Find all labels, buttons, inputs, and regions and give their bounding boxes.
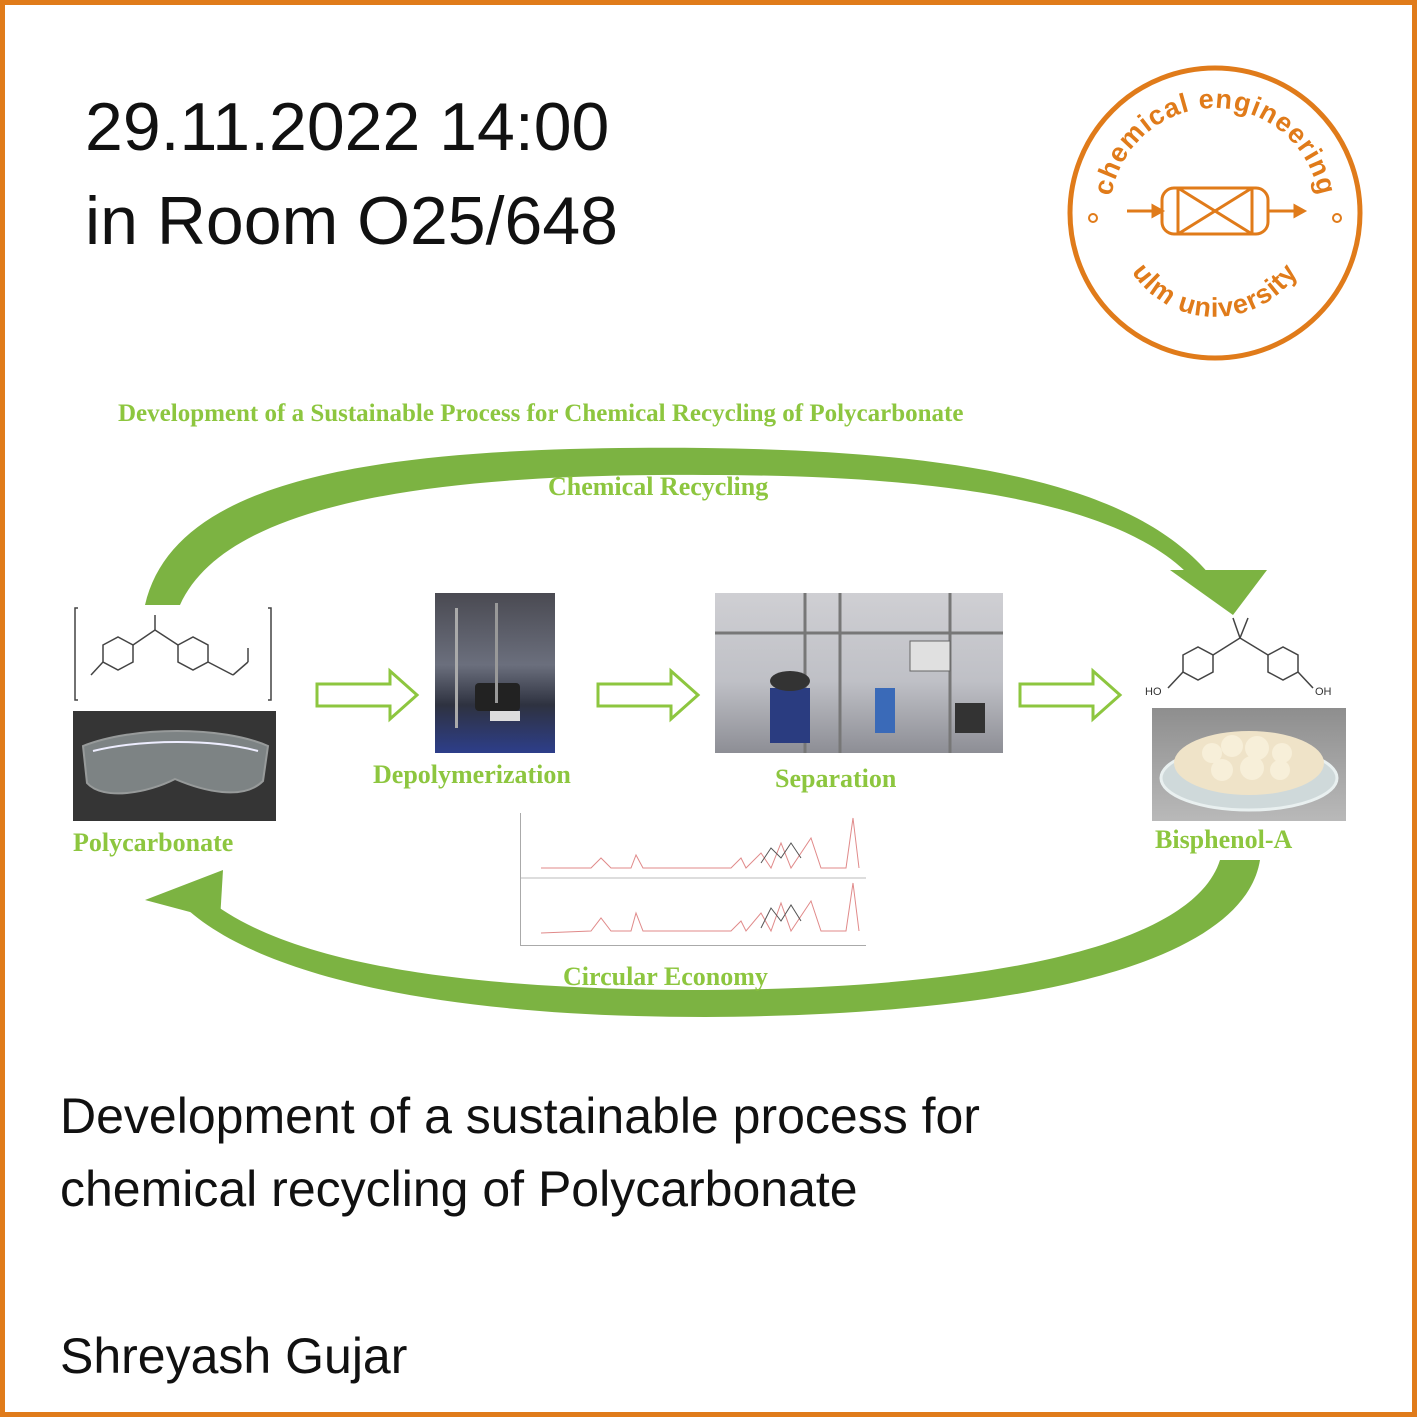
figure-arrows — [145, 447, 1267, 1017]
speaker-name: Shreyash Gujar — [60, 1328, 408, 1384]
polycarbonate-goggles-image — [73, 711, 276, 821]
label-bisphenol-a: Bisphenol-A — [1155, 825, 1293, 854]
event-datetime: 29.11.2022 14:00 — [85, 89, 610, 165]
separation-image — [715, 593, 1003, 753]
talk-title-line-2: chemical recycling of Polycarbonate — [60, 1160, 858, 1217]
bisphenol-a-crystals-image — [1152, 708, 1346, 821]
polycarbonate-structure — [74, 607, 272, 701]
label-polycarbonate: Polycarbonate — [73, 828, 234, 857]
bisphenol-a-structure: HO OH — [1145, 617, 1332, 698]
spectra-plot-image — [520, 813, 866, 946]
label-circular-economy: Circular Economy — [563, 962, 768, 991]
svg-text:OH: OH — [1315, 686, 1332, 698]
label-depolymerization: Depolymerization — [373, 760, 571, 789]
talk-title: Development of a sustainable process for… — [60, 1080, 1260, 1225]
event-room: in Room O25/648 — [85, 183, 618, 259]
depolymerization-image — [435, 593, 555, 753]
label-separation: Separation — [775, 764, 897, 793]
label-chemical-recycling: Chemical Recycling — [548, 472, 769, 501]
svg-text:HO: HO — [1145, 686, 1162, 698]
talk-title-line-1: Development of a sustainable process for — [60, 1088, 980, 1144]
reactor-icon — [1127, 186, 1308, 236]
figure-title: Development of a Sustainable Process for… — [118, 400, 964, 427]
chemical-engineering-logo: chemical engineering ulm university — [1067, 65, 1363, 361]
